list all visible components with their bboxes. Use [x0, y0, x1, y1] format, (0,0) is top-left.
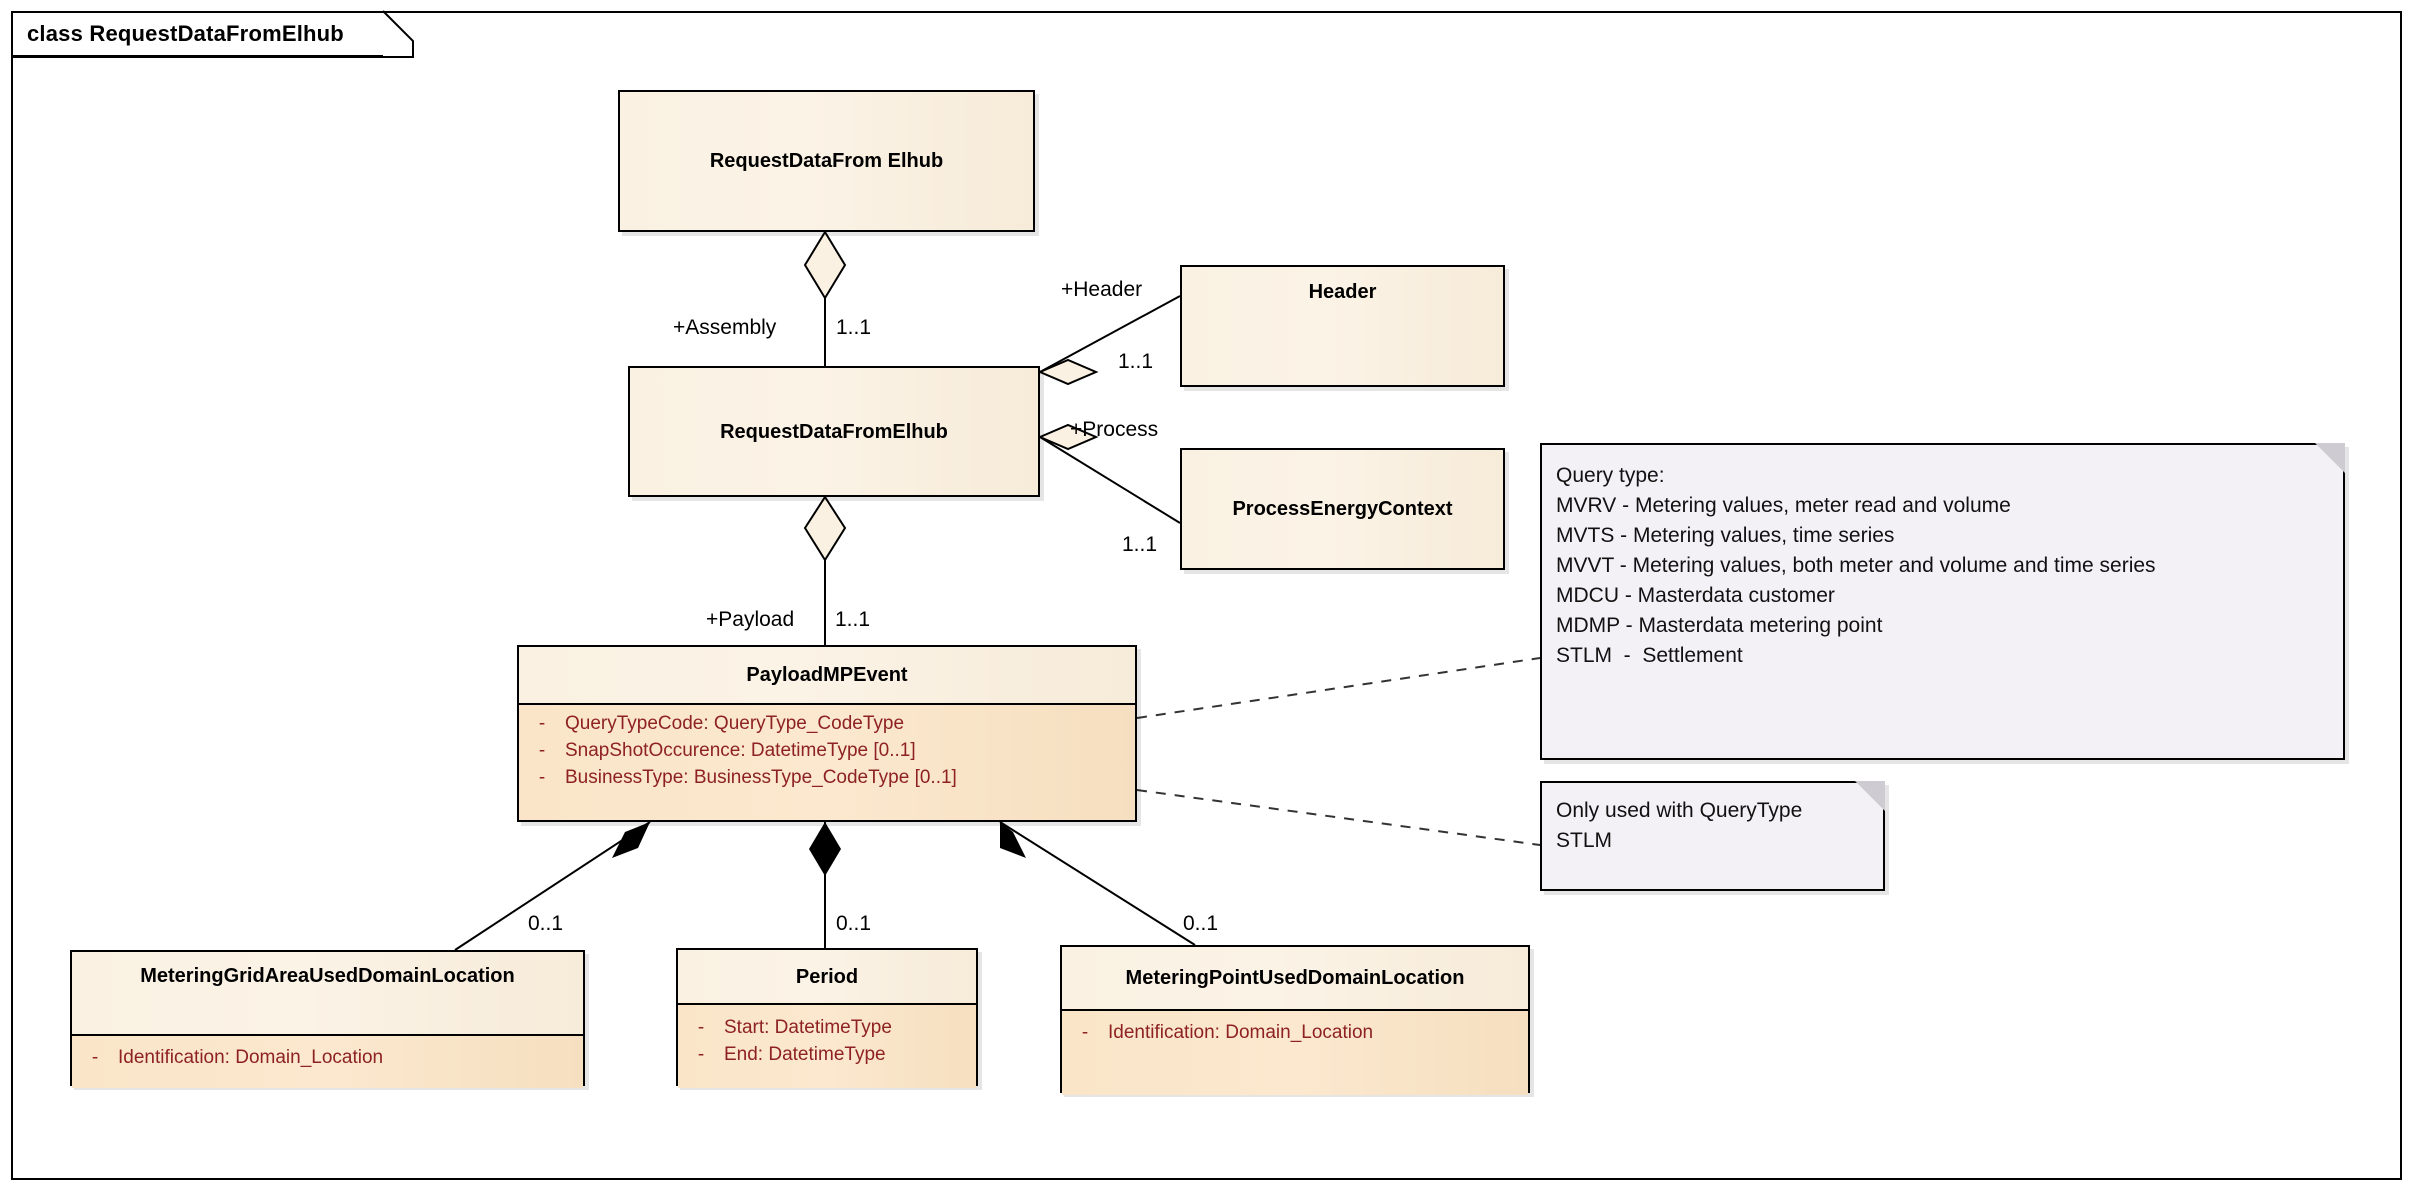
class-period[interactable]: Period - Start: DatetimeType - End: Date…	[676, 948, 978, 1088]
note-line: Only used with QueryType	[1556, 799, 1803, 822]
edge-multiplicity-header: 1..1	[1118, 350, 1154, 373]
attribute-row: - SnapShotOccurence: DatetimeType [0..1]	[519, 738, 1135, 765]
note-line: MVTS - Metering values, time series	[1556, 524, 1895, 548]
attribute-row: - QueryTypeCode: QueryType_CodeType	[519, 711, 1135, 738]
attribute-text: BusinessType: BusinessType_CodeType [0..…	[565, 766, 957, 788]
edge-multiplicity-mp-loc: 0..1	[1183, 912, 1219, 935]
class-title: Header	[1308, 281, 1377, 303]
attribute-visibility: -	[538, 739, 546, 761]
class-title: RequestDataFrom Elhub	[709, 150, 944, 172]
edge-multiplicity-process: 1..1	[1122, 533, 1158, 556]
edge-multiplicity-payload: 1..1	[835, 608, 871, 631]
attribute-row: - Identification: Domain_Location	[1062, 1020, 1528, 1047]
edge-multiplicity-assembly: 1..1	[836, 316, 872, 339]
attribute-visibility: -	[538, 713, 546, 734]
note-fold-icon	[1855, 781, 1885, 811]
class-title: MeteringPointUsedDomainLocation	[1125, 967, 1465, 989]
attribute-text: Start: DatetimeType	[724, 1017, 892, 1038]
class-attributes: - Identification: Domain_Location	[72, 1034, 583, 1088]
class-metering-grid-area-used-domain-location[interactable]: MeteringGridAreaUsedDomainLocation - Ide…	[70, 950, 585, 1088]
attribute-visibility: -	[697, 1043, 705, 1065]
class-title: PayloadMPEvent	[746, 664, 908, 686]
attribute-visibility: -	[697, 1017, 705, 1038]
class-metering-point-used-domain-location[interactable]: MeteringPointUsedDomainLocation - Identi…	[1060, 945, 1530, 1095]
class-title: Period	[795, 965, 859, 988]
attribute-text: Identification: Domain_Location	[118, 1047, 384, 1068]
attribute-text: SnapShotOccurence: DatetimeType [0..1]	[565, 739, 916, 761]
attribute-row: - End: DatetimeType	[678, 1042, 976, 1069]
attribute-text: QueryTypeCode: QueryType_CodeType	[565, 713, 905, 734]
attribute-text: End: DatetimeType	[724, 1043, 886, 1065]
note-line: STLM	[1556, 829, 1613, 853]
diagram-frame-label: class RequestDataFromElhub	[27, 21, 344, 46]
attribute-visibility: -	[91, 1047, 99, 1068]
attribute-visibility: -	[1081, 1022, 1089, 1043]
note-line: MDCU - Masterdata customer	[1556, 584, 1835, 608]
attribute-text: Identification: Domain_Location	[1108, 1022, 1374, 1043]
class-attributes: - Identification: Domain_Location	[1062, 1009, 1528, 1095]
attribute-row: - BusinessType: BusinessType_CodeType [0…	[519, 765, 1135, 792]
edge-multiplicity-grid-area: 0..1	[528, 912, 564, 935]
class-title: RequestDataFromElhub	[720, 420, 948, 443]
attribute-row: - Identification: Domain_Location	[72, 1045, 583, 1072]
attribute-row: - Start: DatetimeType	[678, 1015, 976, 1042]
class-header[interactable]: Header	[1180, 265, 1505, 387]
note-body: Only used with QueryType STLM	[1542, 783, 1883, 866]
note-line: STLM - Settlement	[1556, 644, 1743, 668]
edge-role-assembly: +Assembly	[673, 316, 777, 339]
edge-role-process: +Process	[1070, 418, 1159, 441]
note-line: MVVT - Metering values, both meter and v…	[1556, 554, 2156, 578]
class-request-data-from-elhub-top[interactable]: RequestDataFrom Elhub	[618, 90, 1035, 232]
note-fold-icon	[2315, 443, 2345, 473]
attribute-visibility: -	[538, 766, 546, 788]
class-request-data-from-elhub[interactable]: RequestDataFromElhub	[628, 366, 1040, 497]
class-attributes: - QueryTypeCode: QueryType_CodeType - Sn…	[519, 703, 1135, 820]
diagram-frame	[11, 11, 2402, 1180]
class-title: ProcessEnergyContext	[1232, 498, 1453, 520]
diagram-frame-tab: class RequestDataFromElhub	[11, 11, 383, 57]
note-body: Query type: MVRV - Metering values, mete…	[1542, 445, 2343, 681]
note-line: MDMP - Masterdata metering point	[1556, 614, 1883, 638]
note-line: Query type:	[1556, 464, 1665, 487]
class-payload-mp-event[interactable]: PayloadMPEvent - QueryTypeCode: QueryTyp…	[517, 645, 1137, 822]
note-query-type[interactable]: Query type: MVRV - Metering values, mete…	[1540, 443, 2345, 760]
edge-role-header: +Header	[1061, 278, 1143, 301]
edge-role-payload: +Payload	[706, 608, 795, 631]
note-line: MVRV - Metering values, meter read and v…	[1556, 494, 2011, 518]
class-title: MeteringGridAreaUsedDomainLocation	[140, 965, 515, 987]
class-attributes: - Start: DatetimeType - End: DatetimeTyp…	[678, 1003, 976, 1088]
note-business-type[interactable]: Only used with QueryType STLM	[1540, 781, 1885, 891]
class-process-energy-context[interactable]: ProcessEnergyContext	[1180, 448, 1505, 570]
edge-multiplicity-period: 0..1	[836, 912, 872, 935]
